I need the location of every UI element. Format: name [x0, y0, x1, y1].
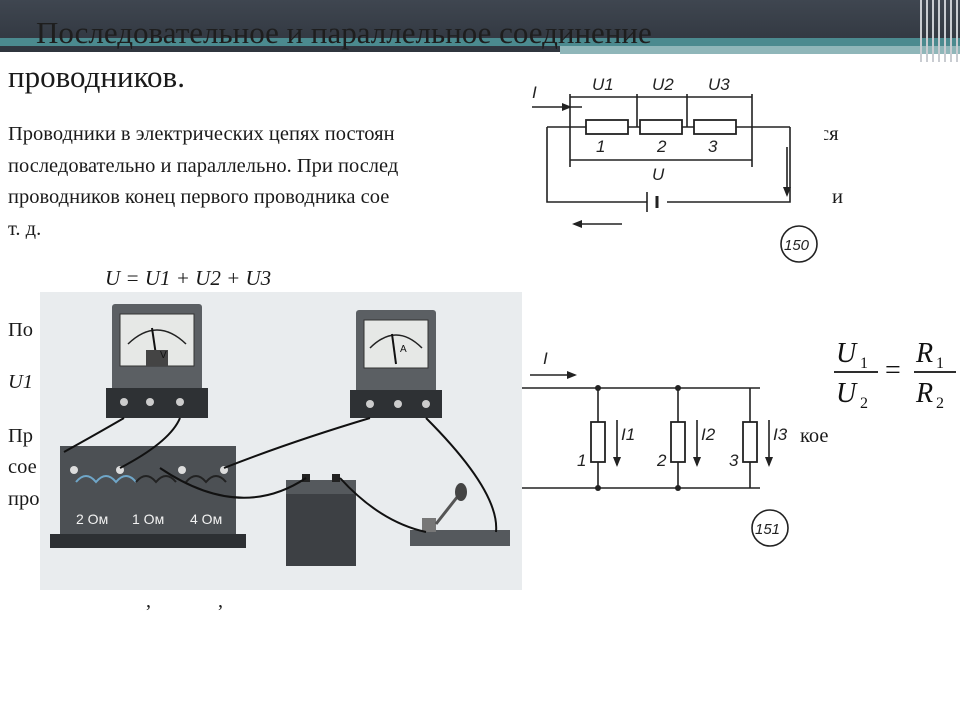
figure-number-151: 151 [755, 521, 780, 538]
panel-label-1-ohm: 1 Ом [132, 511, 164, 527]
resistor-label-2: 2 [656, 137, 667, 156]
branch-label-3: 3 [729, 451, 739, 470]
branch-current-i1: I1 [621, 425, 635, 444]
header-accent-stripe [0, 38, 960, 46]
slide-title-continued: проводников. [8, 59, 185, 94]
ratio-equals: = [885, 355, 901, 386]
battery [286, 474, 356, 566]
knife-switch [410, 483, 510, 546]
resistor-3 [693, 119, 737, 135]
ratio-u2: U [836, 378, 858, 409]
text-fragment-pr: Пр [8, 425, 34, 447]
paragraph-line-1: Проводники в электрических цепях постоян [8, 123, 395, 145]
resistor-1 [585, 119, 629, 135]
panel-label-4-ohm: 4 Ом [190, 511, 222, 527]
figure-number-150: 150 [784, 237, 810, 254]
ratio-r1-sub: 1 [936, 355, 944, 372]
voltage-label-u2: U2 [652, 75, 674, 94]
slide-title: Последовательное и параллельное соединен… [36, 15, 652, 50]
series-circuit-figure-150: I U1 U2 U3 U 1 2 3 150 [532, 75, 818, 263]
ratio-u1: U [836, 338, 858, 369]
voltage-label-u1: U1 [592, 75, 614, 94]
paragraph-line-4: т. д. [8, 218, 42, 240]
comma-1: , [146, 590, 151, 612]
ratio-r2-sub: 2 [936, 395, 944, 412]
paragraph-fragment-right-1: ся [820, 123, 839, 145]
ammeter-device: A [350, 310, 442, 418]
comma-2: , [218, 590, 223, 612]
text-fragment-u1: U1 [8, 371, 34, 393]
branch-resistor-2 [670, 421, 686, 463]
series-voltage-formula: U = U1 + U2 + U3 [105, 266, 272, 290]
text-fragment-pro: про [8, 488, 40, 510]
ammeter-unit: A [400, 344, 407, 355]
ratio-u2-sub: 2 [860, 395, 868, 412]
branch-resistor-1 [590, 421, 606, 463]
text-fragment-po: По [8, 319, 34, 341]
voltmeter-unit: V [160, 350, 167, 361]
header-accent-stripe-light [560, 46, 960, 54]
paragraph-fragment-right-2: и [832, 186, 843, 208]
resistor-panel: 2 Ом 1 Ом 4 Ом [50, 446, 246, 548]
lab-setup-photo: V A 2 Ом 1 Ом 4 Ом [40, 292, 522, 590]
voltage-label-u3: U3 [708, 75, 730, 94]
parallel-circuit-figure-151: I I1 I2 I3 1 2 3 151 [520, 349, 789, 547]
branch-label-1: 1 [577, 451, 586, 470]
text-fragment-coe: сое [8, 456, 37, 478]
resistor-label-3: 3 [708, 137, 718, 156]
paragraph-line-2: последовательно и параллельно. При после… [8, 155, 399, 177]
resistor-label-1: 1 [596, 137, 605, 156]
ratio-r2: R [915, 378, 933, 409]
ratio-u1-sub: 1 [860, 355, 868, 372]
branch-current-i2: I2 [701, 425, 716, 444]
resistor-2 [639, 119, 683, 135]
current-label: I [532, 83, 537, 102]
parallel-current-label: I [543, 349, 548, 368]
paragraph-line-3: проводников конец первого проводника сое [8, 186, 390, 208]
branch-resistor-3 [742, 421, 758, 463]
panel-label-2-ohm: 2 Ом [76, 511, 108, 527]
ratio-r1: R [915, 338, 933, 369]
total-voltage-label: U [652, 165, 665, 184]
voltmeter-device: V [106, 304, 208, 418]
branch-label-2: 2 [656, 451, 667, 470]
header-decorative-lines [920, 0, 960, 62]
ratio-formula: U 1 U 2 = R 1 R 2 [834, 338, 956, 412]
text-fragment-koe: кое [800, 425, 829, 447]
branch-current-i3: I3 [773, 425, 788, 444]
